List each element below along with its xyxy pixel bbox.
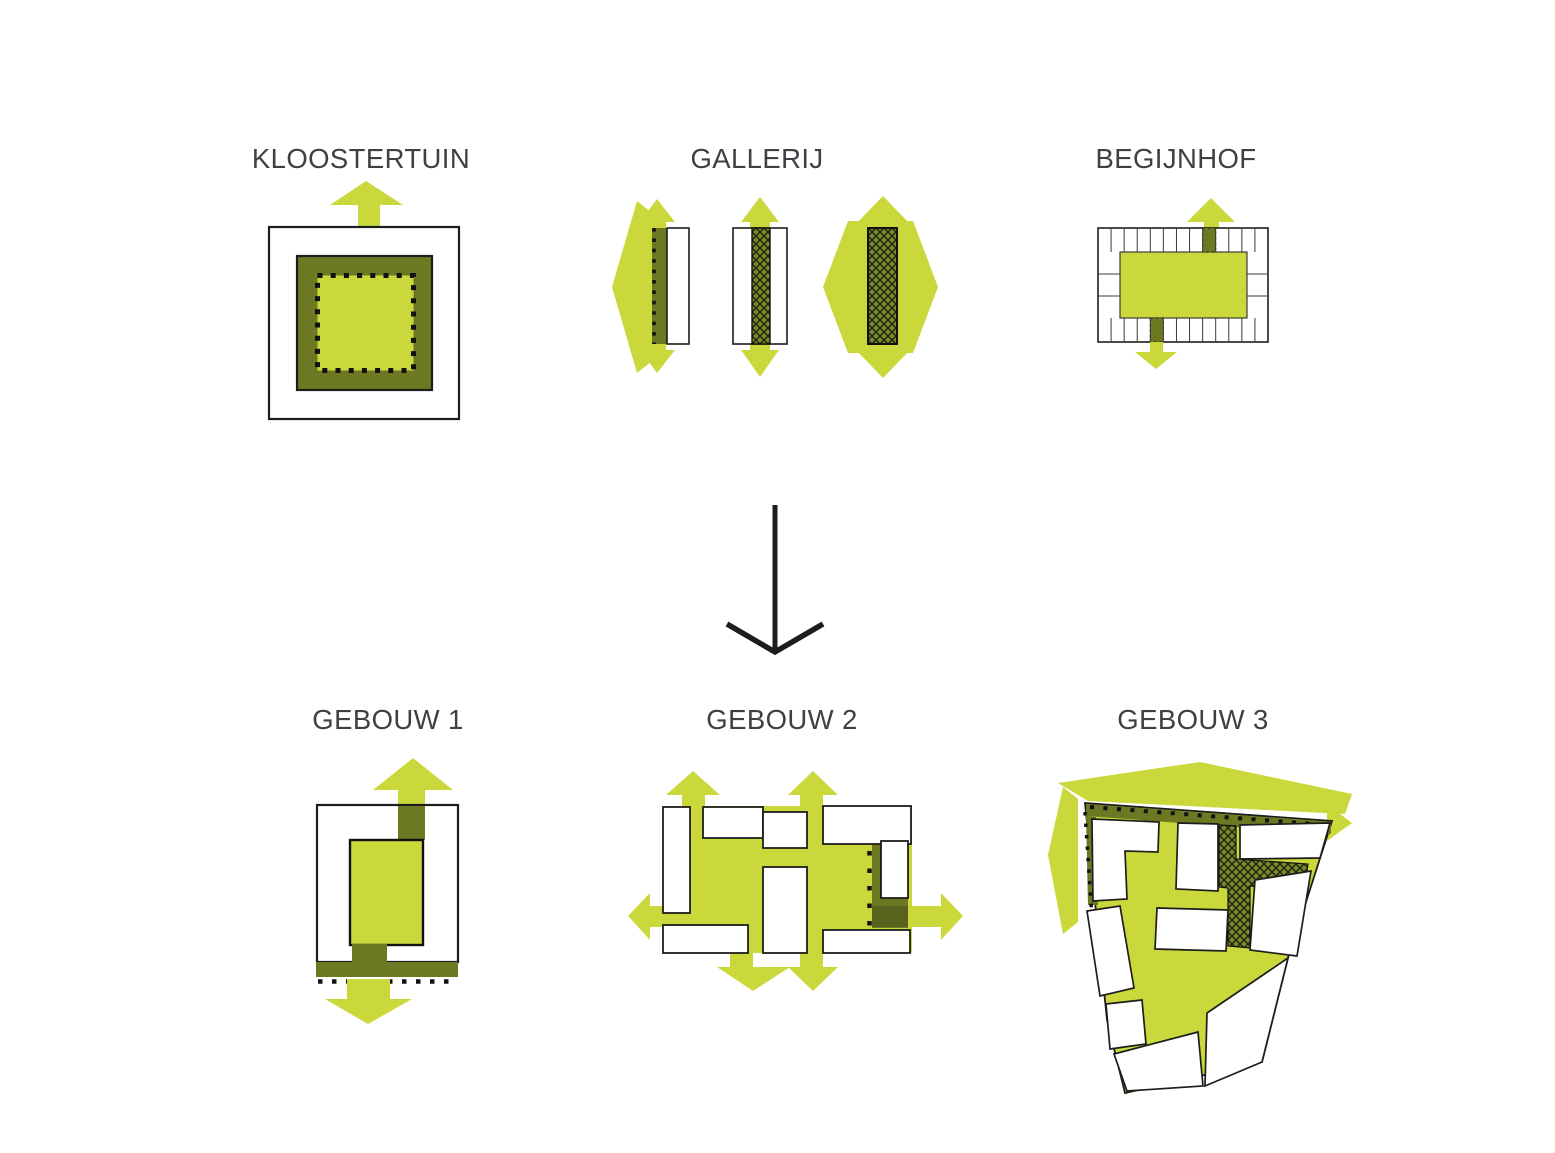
inner-court	[348, 838, 425, 947]
central-court	[1119, 251, 1248, 319]
up-arrow-icon	[666, 771, 720, 846]
up-arrow-icon	[330, 181, 403, 228]
connector-strip-bottom	[352, 944, 387, 963]
label-gebouw1: GEBOUW 1	[312, 704, 464, 735]
block	[762, 811, 808, 849]
left-arrow-icon	[628, 893, 700, 940]
block	[1239, 822, 1332, 860]
flow-arrow-icon	[725, 505, 825, 656]
label-gebouw3: GEBOUW 3	[1117, 704, 1269, 735]
house-grid-lines	[1098, 228, 1268, 342]
gebouw3-diagram	[1048, 762, 1352, 1095]
left-arrow-icon	[1048, 787, 1078, 934]
block	[662, 806, 691, 914]
down-arrow-icon	[1135, 342, 1177, 369]
arrow-overlap-shade	[872, 906, 908, 927]
connector-strip-top	[398, 806, 425, 840]
passage-cell-bottom	[1149, 317, 1164, 343]
label-kloostertuin: KLOOSTERTUIN	[251, 143, 471, 174]
block	[1091, 818, 1160, 902]
up-arrow-icon	[373, 758, 453, 806]
internal-gallery-hatch	[751, 227, 771, 345]
connector-square	[872, 898, 908, 928]
gebouw1-diagram	[315, 758, 460, 1024]
block	[1249, 869, 1313, 957]
passage-cell-top	[1202, 227, 1217, 253]
block	[822, 805, 912, 845]
block	[1154, 907, 1229, 952]
block	[1204, 956, 1290, 1088]
building-blocks	[1086, 818, 1332, 1092]
building-blocks	[662, 805, 912, 954]
slab-block	[666, 227, 690, 345]
begijnhof-diagram	[1097, 198, 1269, 369]
kloostertuin-diagram	[267, 181, 461, 421]
courtyard-garden	[315, 273, 416, 373]
gallerij-diagram	[612, 196, 938, 378]
label-begijnhof: BEGIJNHOF	[1095, 143, 1257, 174]
block	[880, 840, 909, 899]
block	[1086, 905, 1135, 998]
roof-band-arrow	[1058, 762, 1352, 814]
block	[702, 806, 764, 839]
connector-strip	[872, 844, 881, 898]
internal-gallery-hatch	[867, 227, 898, 345]
label-gallerij: GALLERIJ	[690, 143, 824, 174]
block	[762, 866, 808, 954]
block	[1112, 1030, 1204, 1092]
right-arrow-icon	[880, 893, 963, 940]
down-arrow-icon	[325, 979, 412, 1024]
label-gebouw2: GEBOUW 2	[706, 704, 858, 735]
down-arrow-icon	[717, 900, 790, 991]
block	[1105, 999, 1147, 1050]
gallery-strip	[652, 228, 667, 344]
up-arrow-icon	[1187, 198, 1235, 229]
block	[1175, 822, 1219, 892]
block	[822, 929, 911, 954]
gebouw2-diagram	[628, 771, 963, 991]
right-arrow-icon	[1327, 804, 1352, 841]
edge-band	[316, 962, 458, 977]
block	[662, 924, 749, 954]
